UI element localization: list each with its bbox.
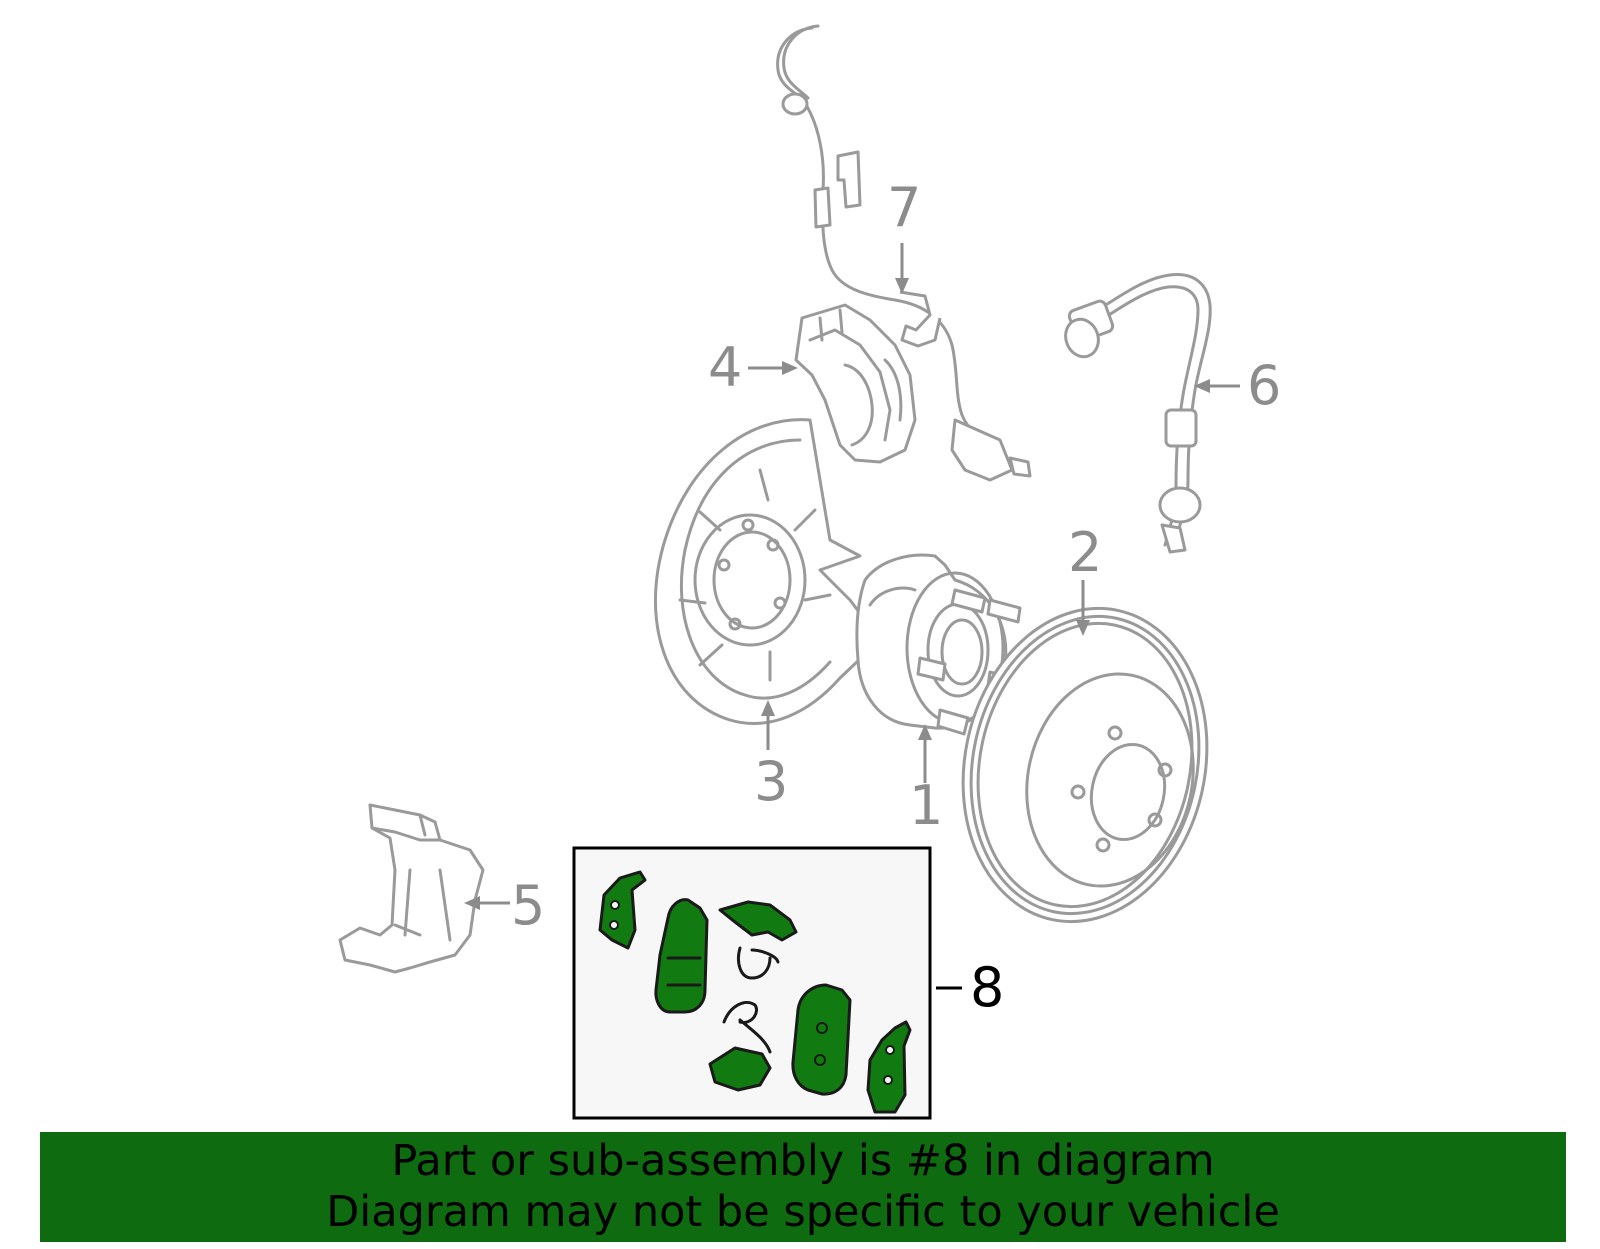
abs-sensor-wire (776, 24, 1032, 482)
banner-line-1: Part or sub-assembly is #8 in diagram (391, 1136, 1215, 1186)
brake-rotor (961, 606, 1209, 924)
info-banner: Part or sub-assembly is #8 in diagram Di… (40, 1132, 1566, 1242)
pad-shim-right (866, 1020, 912, 1114)
callout-arrows (464, 243, 1240, 910)
callout-5: 5 (511, 874, 545, 937)
caliper-bracket (338, 803, 485, 974)
brake-pad-kit-box (572, 846, 932, 1120)
callout-6: 6 (1247, 354, 1281, 417)
callout-7: 7 (887, 176, 921, 239)
callout-3: 3 (754, 750, 788, 813)
brake-hose (1064, 273, 1212, 554)
brake-pad-right (791, 983, 852, 1096)
callout-1: 1 (909, 774, 943, 837)
callout-4: 4 (708, 336, 742, 399)
pad-clip-top (718, 900, 798, 942)
callout-2: 2 (1068, 521, 1102, 584)
brake-caliper (794, 303, 917, 464)
pad-clip-bottom (708, 1046, 772, 1092)
banner-line-2: Diagram may not be specific to your vehi… (326, 1187, 1280, 1237)
callout-8: 8 (970, 956, 1004, 1019)
dust-shield (653, 418, 882, 725)
